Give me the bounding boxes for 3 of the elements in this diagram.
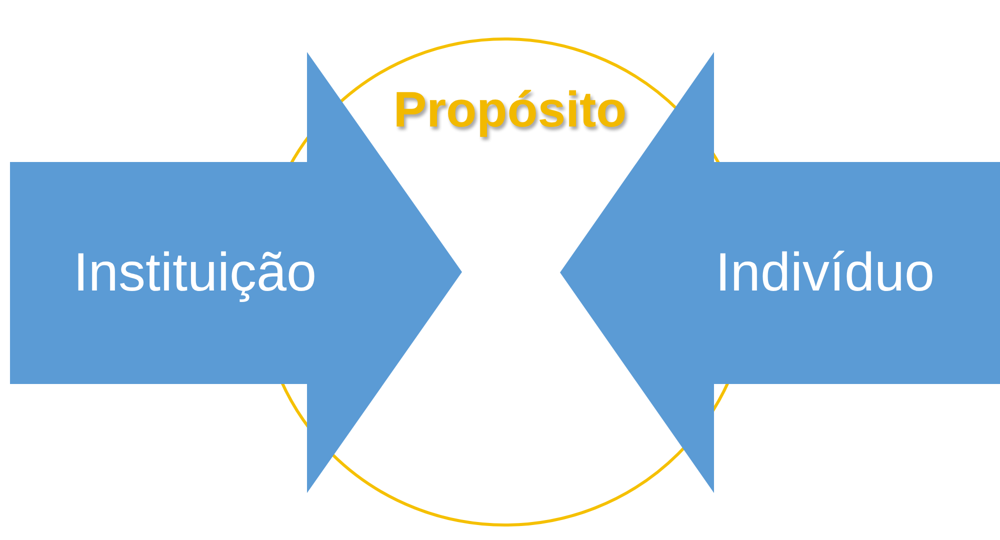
arrow-label: Indivíduo: [715, 243, 935, 303]
arrow-label: Instituição: [73, 243, 317, 303]
heading-label: Propósito: [393, 82, 627, 138]
